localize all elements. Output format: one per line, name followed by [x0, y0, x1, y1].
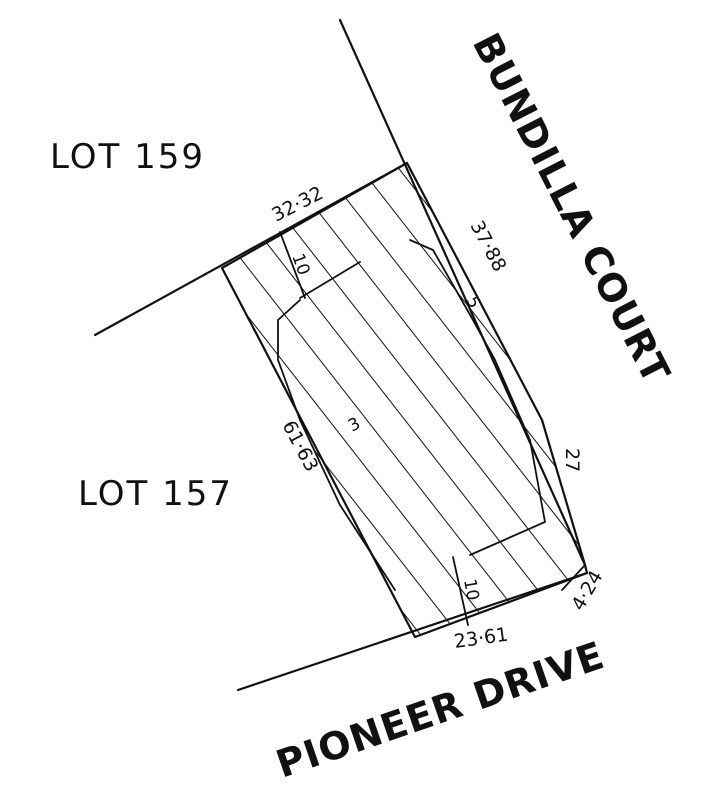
north-setback-marker — [279, 231, 306, 299]
corner-truncation-line — [561, 564, 586, 591]
dimension-south-boundary: 23·61 — [453, 624, 510, 653]
setback-south-label: 10 — [459, 577, 482, 602]
pioneer-drive-label: PIONEER DRIVE — [271, 633, 610, 787]
building-envelope — [277, 239, 547, 591]
lot-157-label: LOT 157 — [78, 474, 233, 514]
lot-159-label: LOT 159 — [50, 137, 205, 177]
dimension-east-boundary: 27 — [561, 448, 583, 472]
dimension-northeast-boundary: 37·88 — [466, 217, 511, 275]
south-setback-marker — [452, 556, 469, 626]
